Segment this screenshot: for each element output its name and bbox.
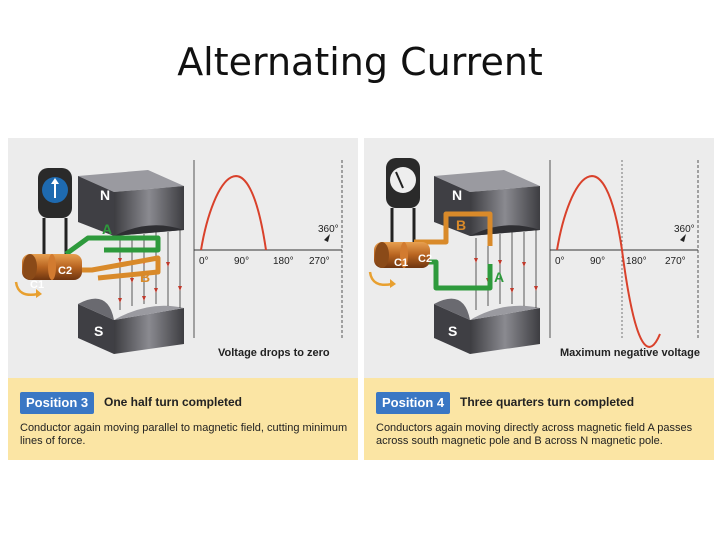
sine-wave-trace <box>200 175 267 251</box>
position-badge: Position 4 <box>376 392 451 414</box>
slip-rings: C1 C2 <box>14 254 82 298</box>
conductor-a-label: A <box>494 269 504 285</box>
caption-box: Position 4 Three quarters turn completed… <box>364 378 714 460</box>
conductor-b-label: B <box>140 269 150 285</box>
tick-label-180: 180° <box>626 256 647 267</box>
tick-label-270: 270° <box>309 256 330 267</box>
tick-label-180: 180° <box>273 256 294 267</box>
position-description: Conductor again moving parallel to magne… <box>20 422 348 447</box>
tick-label-90: 90° <box>590 256 605 267</box>
tick-label-270: 270° <box>665 256 686 267</box>
north-magnet-pole: N <box>78 170 184 236</box>
tick-label-360: 360° <box>318 224 339 235</box>
generator-illustration: N S B A C1 C2 <box>368 158 700 359</box>
tick-label-360: 360° <box>674 224 695 235</box>
north-pole-label: N <box>100 187 110 203</box>
position-marker-icon <box>324 234 330 242</box>
ring-c1-label: C1 <box>30 279 44 291</box>
ring-c2-label: C2 <box>58 265 72 277</box>
south-magnet-pole: S <box>434 298 540 354</box>
south-pole-label: S <box>448 323 457 339</box>
north-magnet-pole: N <box>434 170 540 236</box>
position-badge: Position 3 <box>20 392 95 414</box>
conductor-b-label: B <box>456 217 466 233</box>
field-arrows <box>474 258 538 293</box>
tick-label-90: 90° <box>234 256 249 267</box>
north-pole-label: N <box>452 187 462 203</box>
tick-label-0: 0° <box>555 256 565 267</box>
sine-wave-trace <box>556 175 661 348</box>
south-pole-label: S <box>94 323 103 339</box>
ring-c1-label: C1 <box>394 257 408 269</box>
generator-diagram-position-4: N S B A C1 C2 <box>364 138 714 460</box>
ring-c2-label: C2 <box>418 253 432 265</box>
south-magnet-pole: S <box>78 298 184 354</box>
position-title: One half turn completed <box>104 395 243 409</box>
generator-illustration: N S A B <box>14 160 343 359</box>
position-description: Conductors again moving directly across … <box>376 422 693 447</box>
meter-icon <box>386 158 420 244</box>
tick-label-0: 0° <box>199 256 209 267</box>
conductor-loop: A B <box>64 221 161 285</box>
position-title: Three quarters turn completed <box>460 395 635 409</box>
page-title: Alternating Current <box>177 40 543 84</box>
generator-diagram-position-3: N S A B <box>8 138 358 460</box>
waveform-graph: 0° 90° 180° 270° 360° Voltage drops to z… <box>193 160 343 359</box>
waveform-graph: 0° 90° 180° 270° 360° Maximum negative v… <box>549 160 700 359</box>
meter-icon <box>38 168 72 256</box>
conductor-a-label: A <box>102 221 112 237</box>
magnetic-field-lines <box>475 230 537 310</box>
slip-rings: C1 C2 <box>368 242 432 288</box>
graph-caption: Voltage drops to zero <box>218 347 330 359</box>
position-marker-icon <box>680 234 686 242</box>
caption-box: Position 3 One half turn completed Condu… <box>8 378 358 460</box>
graph-caption: Maximum negative voltage <box>560 347 700 359</box>
